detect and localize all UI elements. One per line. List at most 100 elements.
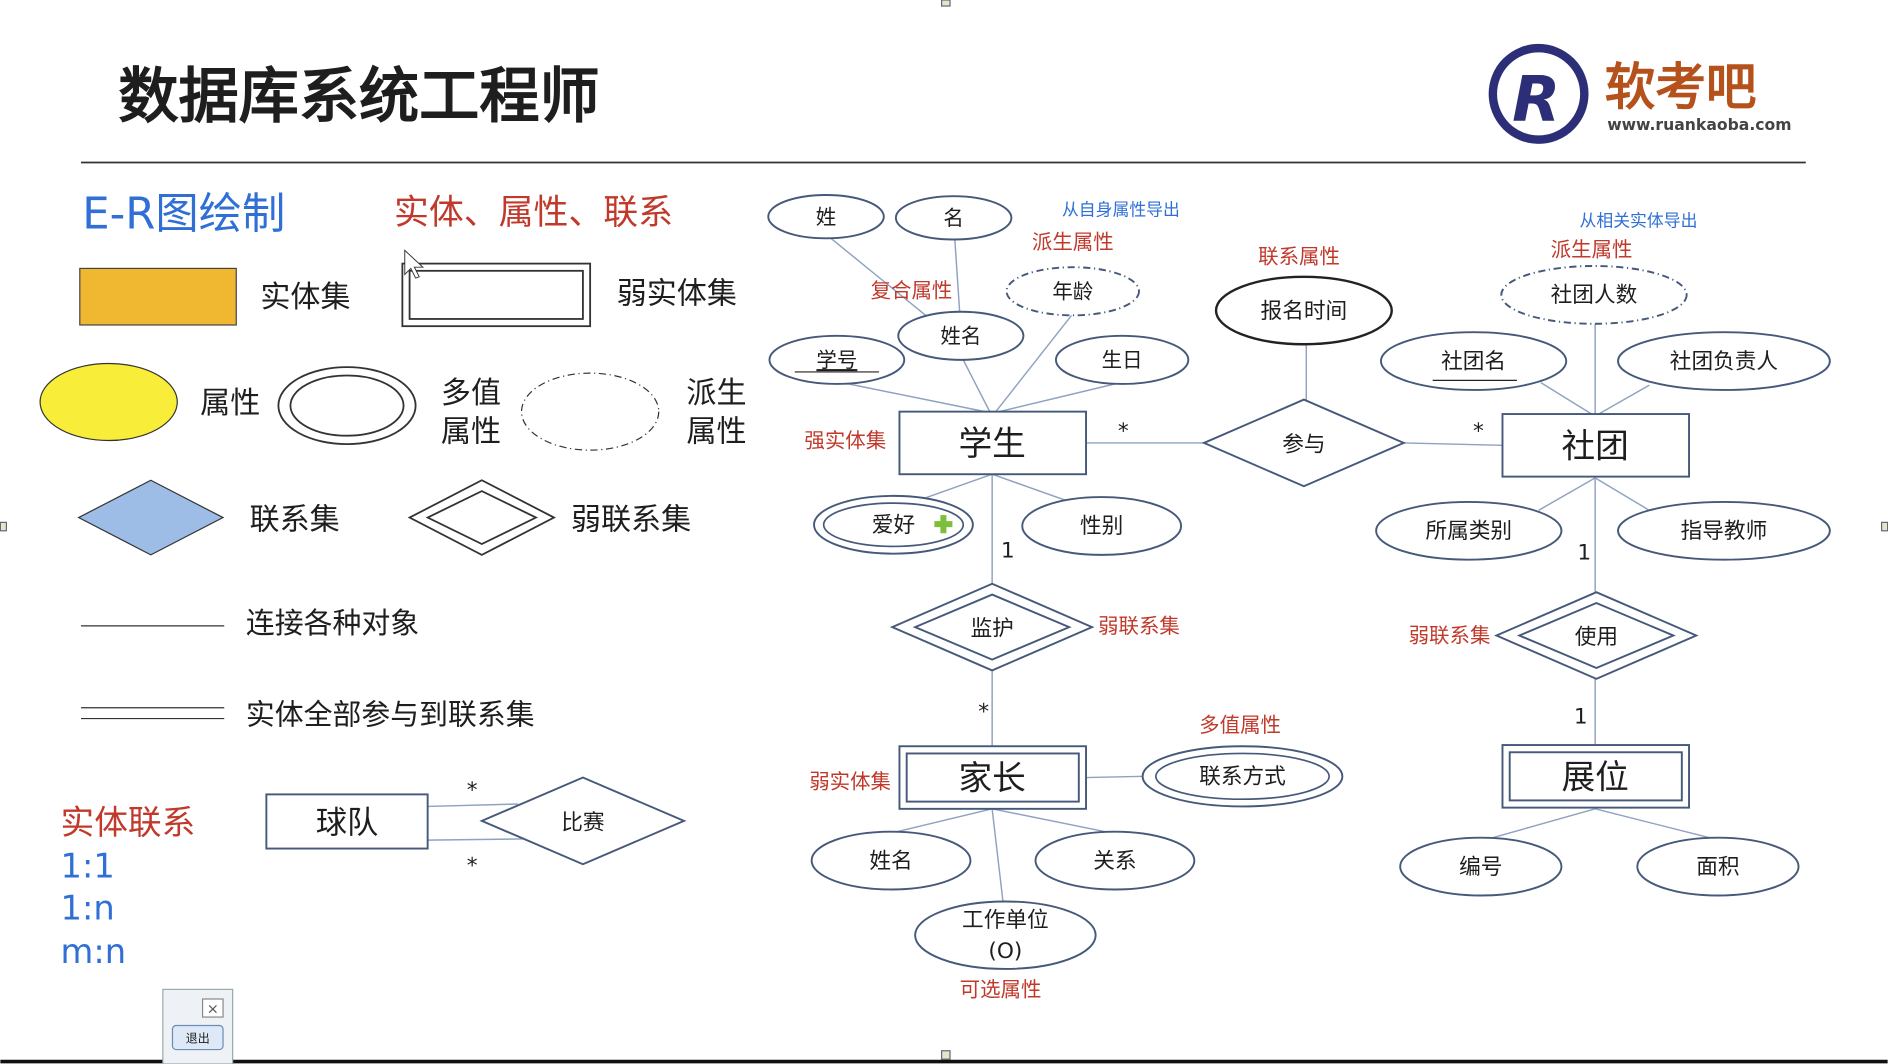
entity-parent xyxy=(898,745,1087,810)
derived-label: 派生 xyxy=(686,376,746,411)
attr-workplace xyxy=(914,900,1097,970)
attr-student-id-label: 学号 xyxy=(816,348,857,372)
attr-club-leader-label: 社团负责人 xyxy=(1670,349,1778,374)
exit-button[interactable] xyxy=(171,1024,224,1051)
cardinality-m-n: m:n xyxy=(61,932,127,971)
attr-workplace-optional: (O) xyxy=(988,939,1022,964)
entity-booth xyxy=(1501,744,1691,809)
attr-name-label: 姓名 xyxy=(940,324,981,348)
entity-booth-label: 展位 xyxy=(1561,757,1628,796)
multivalued-label: 多值 xyxy=(441,376,501,411)
cardinality-star: * xyxy=(467,778,478,803)
attr-club-name-label: 社团名 xyxy=(1441,349,1506,374)
attr-surname xyxy=(767,194,885,240)
attr-area-label: 面积 xyxy=(1696,855,1739,880)
cardinality-1-1: 1:1 xyxy=(61,846,115,885)
selection-handle[interactable] xyxy=(1881,521,1888,532)
attr-contact-label: 联系方式 xyxy=(1199,765,1286,790)
relationship-guardian xyxy=(889,582,1095,672)
attr-relation xyxy=(1034,830,1196,891)
selection-handle[interactable] xyxy=(940,0,951,7)
attr-club-name xyxy=(1379,331,1568,391)
note-derived: 派生属性 xyxy=(1551,237,1633,261)
relationship-use-label: 使用 xyxy=(1575,625,1618,650)
attr-category xyxy=(1375,500,1563,561)
entity-team-label: 球队 xyxy=(316,805,379,841)
note-weak-entity: 弱实体集 xyxy=(809,769,891,793)
attr-gender xyxy=(1021,496,1183,556)
attr-gender-label: 性别 xyxy=(1080,514,1123,539)
attr-advisor xyxy=(1617,500,1831,561)
cardinality-one: 1 xyxy=(1577,541,1591,566)
entity-student-label: 学生 xyxy=(958,424,1025,463)
entity-club-label: 社团 xyxy=(1561,426,1628,465)
attr-club-members xyxy=(1500,265,1688,325)
entity-team xyxy=(265,793,429,850)
attr-birthday xyxy=(1054,334,1190,385)
note-composite: 复合属性 xyxy=(871,278,953,302)
attr-given xyxy=(894,195,1013,241)
attr-surname-label: 姓 xyxy=(816,205,836,229)
note-from-related: 从相关实体导出 xyxy=(1580,210,1698,230)
single-line-label: 连接各种对象 xyxy=(246,606,419,640)
logo-url: www.ruankaoba.com xyxy=(1607,115,1791,134)
move-cursor-icon xyxy=(934,515,953,534)
attr-age-label: 年龄 xyxy=(1052,279,1093,303)
multivalued-symbol xyxy=(277,366,417,446)
attr-hobby xyxy=(813,494,974,555)
note-multivalued: 多值属性 xyxy=(1199,713,1281,737)
legend-subheading: 实体、属性、联系 xyxy=(394,193,673,233)
svg-text:×: × xyxy=(207,1001,219,1017)
note-relationship-attr: 联系属性 xyxy=(1258,245,1340,269)
attribute-label: 属性 xyxy=(200,386,260,421)
logo: R 软考吧 www.ruankaoba.com xyxy=(1488,43,1792,144)
relationship-match xyxy=(479,776,687,866)
entity-set-label: 实体集 xyxy=(260,280,350,315)
cardinality-star: * xyxy=(978,700,989,725)
cardinality-star: * xyxy=(467,854,478,879)
cardinality-star: * xyxy=(1473,419,1484,444)
cardinality-one: 1 xyxy=(1001,538,1015,563)
attr-area xyxy=(1636,836,1800,897)
selection-handle[interactable] xyxy=(0,521,7,532)
connector-lines xyxy=(830,237,1710,902)
note-strong-entity: 强实体集 xyxy=(804,429,886,453)
cardinality-one: 1 xyxy=(1574,704,1588,729)
weak-entity-label: 弱实体集 xyxy=(617,276,737,311)
logo-text: 软考吧 xyxy=(1605,58,1757,117)
mouse-cursor-icon xyxy=(404,249,425,279)
exit-button-label: 退出 xyxy=(186,1031,210,1045)
attr-contact xyxy=(1141,745,1344,808)
weak-relationship-symbol xyxy=(407,479,556,556)
double-line-label: 实体全部参与到联系集 xyxy=(246,698,535,732)
attr-relation-label: 关系 xyxy=(1093,849,1136,874)
entity-set-symbol xyxy=(79,267,237,326)
derived-symbol xyxy=(520,372,660,451)
attr-workplace-label: 工作单位 xyxy=(962,908,1049,933)
multivalued-label-2: 属性 xyxy=(441,415,501,450)
selection-handle[interactable] xyxy=(940,1050,951,1060)
note-weak-relationship: 弱联系集 xyxy=(1098,614,1180,638)
attr-club-members-label: 社团人数 xyxy=(1551,283,1638,308)
attr-parent-name xyxy=(810,830,972,891)
attr-advisor-label: 指导教师 xyxy=(1681,519,1768,544)
entity-student xyxy=(898,410,1087,476)
relationship-use xyxy=(1494,591,1699,680)
attr-signup-time-label: 报名时间 xyxy=(1261,299,1348,324)
cardinality-star: * xyxy=(1118,419,1129,444)
relationship-join xyxy=(1201,398,1407,488)
cardinality-heading: 实体联系 xyxy=(61,803,196,842)
entity-club xyxy=(1501,413,1691,478)
note-weak-relationship: 弱联系集 xyxy=(1409,624,1491,648)
weak-relationship-label: 弱联系集 xyxy=(571,503,691,538)
attr-booth-no-label: 编号 xyxy=(1459,855,1502,880)
relationship-label: 联系集 xyxy=(250,503,340,538)
legend-heading: E-R图绘制 xyxy=(82,190,285,240)
close-icon[interactable] xyxy=(201,998,224,1018)
attr-given-label: 名 xyxy=(943,206,963,230)
exit-dialog: × 退出 xyxy=(162,988,234,1064)
attr-category-label: 所属类别 xyxy=(1425,519,1512,544)
attr-signup-time xyxy=(1214,275,1393,346)
slide-title: 数据库系统工程师 xyxy=(118,62,599,132)
